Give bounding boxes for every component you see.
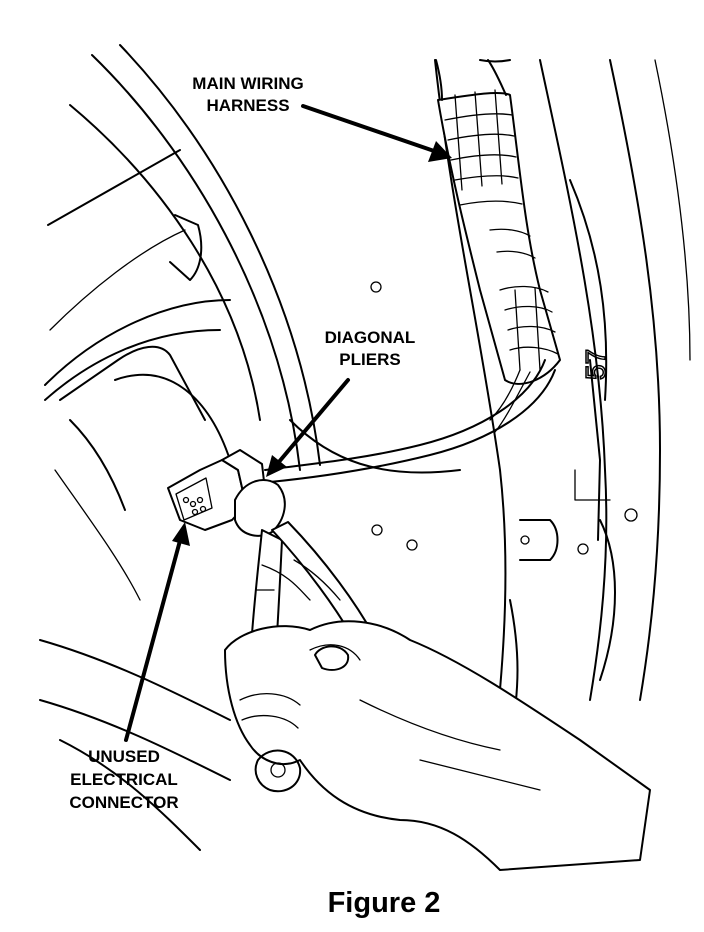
panel-stamp-number: 57 bbox=[580, 349, 611, 380]
callout-unused-electrical-connector: UNUSED ELECTRICAL CONNECTOR bbox=[69, 747, 178, 812]
pliers-and-hand-drawing bbox=[224, 479, 651, 871]
label-unused-connector-line3: CONNECTOR bbox=[69, 793, 178, 812]
wiring-harness-drawing bbox=[264, 59, 561, 483]
figure-caption: Figure 2 bbox=[328, 887, 441, 919]
label-main-wiring-harness-line1: MAIN WIRING bbox=[192, 74, 303, 93]
connector-drawing bbox=[167, 449, 266, 531]
label-unused-connector-line1: UNUSED bbox=[88, 747, 160, 766]
label-unused-connector-line2: ELECTRICAL bbox=[70, 770, 178, 789]
label-diagonal-pliers-line1: DIAGONAL bbox=[325, 328, 416, 347]
callout-main-wiring-harness: MAIN WIRING HARNESS bbox=[192, 74, 303, 115]
callout-arrows bbox=[124, 104, 452, 742]
label-main-wiring-harness-line2: HARNESS bbox=[206, 96, 289, 115]
label-diagonal-pliers-line2: PLIERS bbox=[339, 350, 400, 369]
callout-diagonal-pliers: DIAGONAL PLIERS bbox=[325, 328, 416, 369]
